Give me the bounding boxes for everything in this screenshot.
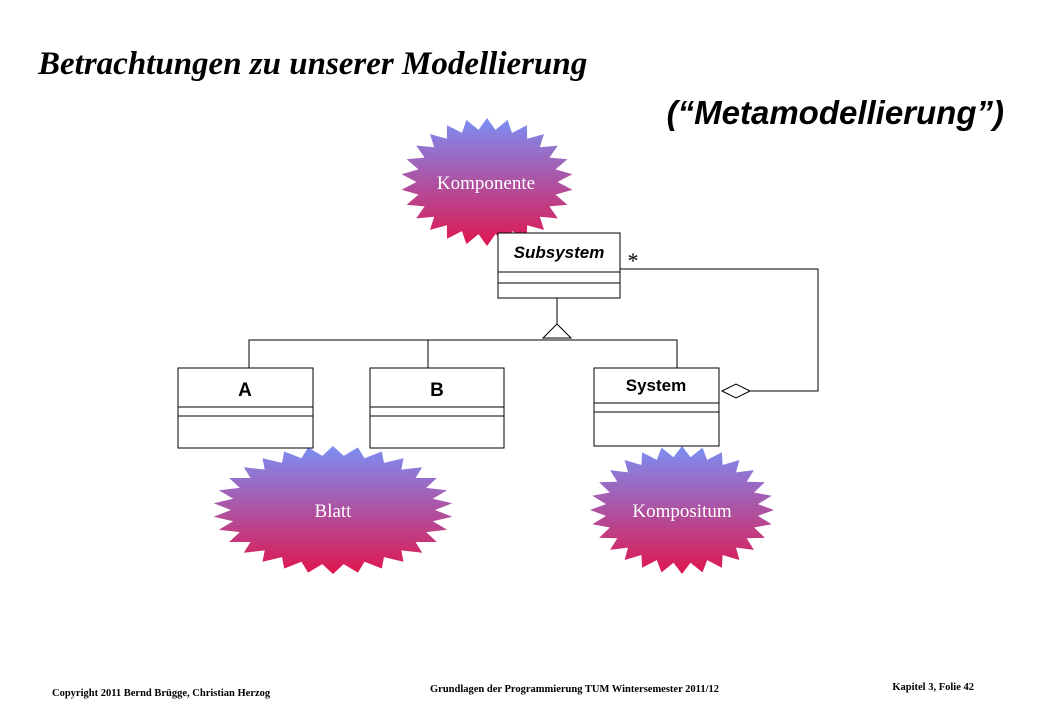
class-system-name: System (626, 376, 686, 395)
class-subsystem-name: Subsystem (514, 243, 605, 262)
class-subsystem[interactable]: Subsystem (497, 232, 621, 299)
class-system[interactable]: System (593, 367, 720, 447)
aggregation-line (620, 268, 819, 392)
kompositum-starburst (590, 446, 774, 574)
komponente-label: Komponente (437, 173, 535, 194)
aggregation-diamond (720, 383, 752, 399)
multiplicity-label: * (628, 248, 639, 273)
class-a-name: A (238, 380, 252, 401)
footer-copyright: Copyright 2011 Bernd Brügge, Christian H… (52, 688, 271, 699)
komponente-starburst (401, 118, 573, 246)
inheritance-triangle (541, 323, 573, 339)
class-b-name: B (430, 380, 444, 401)
blatt-label: Blatt (315, 501, 353, 522)
class-a[interactable]: A (177, 367, 314, 449)
footer-slide-number: Kapitel 3, Folie 42 (892, 682, 974, 693)
footer-course: Grundlagen der Programmierung TUM Winter… (430, 684, 720, 695)
class-b[interactable]: B (369, 367, 505, 449)
slide-title: Betrachtungen zu unserer Modellierung (38, 46, 588, 82)
blatt-starburst (213, 446, 453, 574)
kompositum-label: Kompositum (632, 501, 731, 522)
slide-subtitle: (“Metamodellierung”) (666, 94, 1004, 131)
inheritance-lines (248, 298, 678, 368)
